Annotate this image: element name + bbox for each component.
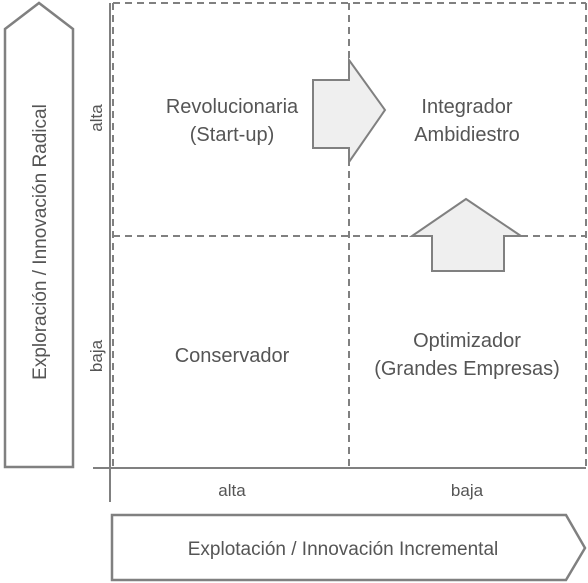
quadrant-top-left-line2: (Start-up) bbox=[190, 124, 274, 146]
quadrant-top-right-line1: Integrador bbox=[421, 96, 513, 118]
y-axis-high-label: alta bbox=[87, 104, 106, 132]
quadrant-bottom-right-line2: (Grandes Empresas) bbox=[374, 358, 560, 380]
x-axis-arrow-shape bbox=[110, 513, 587, 582]
up-arrow-icon bbox=[408, 197, 525, 272]
quadrant-bottom-right-line1: Optimizador bbox=[413, 330, 521, 352]
x-axis-left-label: alta bbox=[218, 481, 246, 500]
quadrant-top-right-line2: Ambidiestro bbox=[414, 124, 520, 146]
right-arrow-icon bbox=[312, 56, 387, 166]
y-axis-arrow-shape bbox=[3, 1, 75, 469]
quadrant-top-left-line1: Revolucionaria bbox=[166, 96, 299, 118]
x-axis-right-label: baja bbox=[451, 481, 484, 500]
x-axis-title: Explotación / Innovación Incremental bbox=[188, 539, 499, 560]
y-axis-low-label: baja bbox=[87, 339, 106, 372]
quadrant-bottom-left-line1: Conservador bbox=[175, 345, 290, 367]
y-axis-title: Exploración / Innovación Radical bbox=[30, 104, 51, 380]
